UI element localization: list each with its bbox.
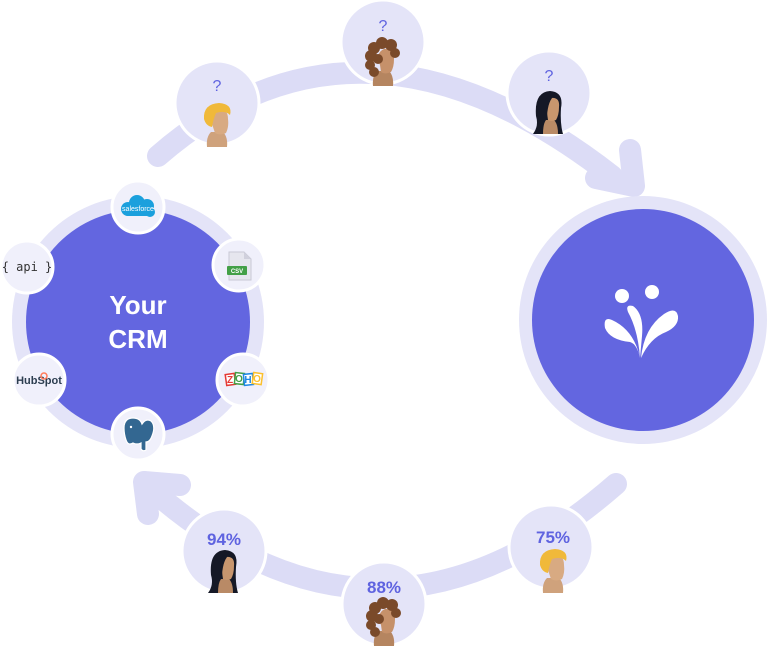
bottom-person-3: 75% xyxy=(507,503,595,593)
zoho-badge: Z O H O xyxy=(215,352,271,408)
zoho-logo-icon: Z O H O xyxy=(224,371,264,387)
bottom-person-2-label: 88% xyxy=(367,578,401,597)
csv-badge: CSV xyxy=(211,237,267,293)
salesforce-badge: salesforce xyxy=(110,179,166,235)
salesforce-cloud-icon xyxy=(121,195,155,217)
top-person-2: ? xyxy=(339,0,427,86)
bottom-person-3-label: 75% xyxy=(536,528,570,547)
splash-logo-icon xyxy=(604,285,679,358)
top-person-3: ? xyxy=(505,49,593,137)
blonde-person-icon xyxy=(539,549,567,593)
hubspot-badge: HubSpot xyxy=(11,352,67,408)
top-person-2-label: ? xyxy=(379,18,388,35)
bottom-arc-arrowhead xyxy=(133,471,191,525)
bottom-person-1-label: 94% xyxy=(207,530,241,549)
product-node xyxy=(519,196,767,444)
top-arc-arrowhead xyxy=(585,139,645,197)
api-label: { api } xyxy=(2,260,53,274)
zoho-letter-3: H xyxy=(244,375,251,386)
csv-label: CSV xyxy=(231,269,243,275)
hubspot-sprocket-icon xyxy=(40,372,48,380)
postgres-icon xyxy=(123,417,155,452)
zoho-letter-2: O xyxy=(235,374,243,385)
top-person-1-label: ? xyxy=(213,78,222,95)
crm-label-line1: Your xyxy=(109,290,166,320)
hubspot-label: HubSpot xyxy=(16,375,62,387)
zoho-letter-4: O xyxy=(253,374,261,385)
crm-node: Your CRM xyxy=(12,196,264,448)
bottom-person-2: 88% xyxy=(340,560,428,648)
api-badge: { api } xyxy=(0,239,55,295)
csv-file-icon xyxy=(227,251,252,281)
postgres-badge xyxy=(110,406,166,462)
blonde-person-icon xyxy=(203,103,231,147)
salesforce-label: salesforce xyxy=(122,206,154,213)
bottom-person-1: 94% xyxy=(180,507,268,595)
top-person-1: ? xyxy=(173,59,261,147)
top-person-3-label: ? xyxy=(545,68,554,85)
zoho-letter-1: Z xyxy=(227,375,233,386)
crm-label-line2: CRM xyxy=(108,324,167,354)
